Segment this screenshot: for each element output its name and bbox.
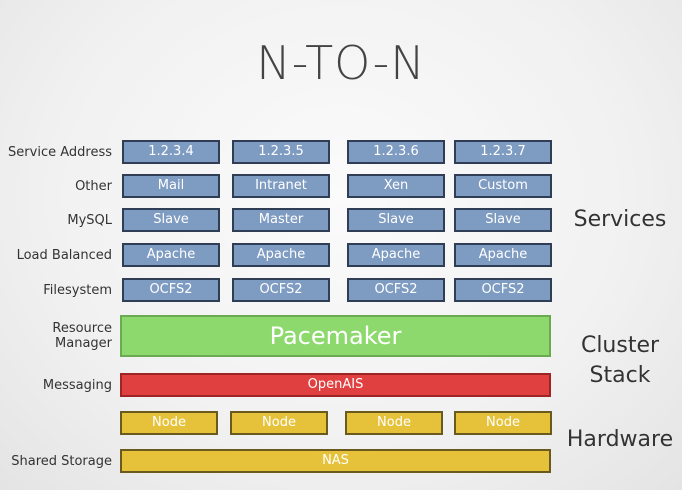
mysql-box-4: Slave bbox=[454, 208, 552, 232]
row-label-filesystem: Filesystem bbox=[43, 283, 112, 298]
mysql-box-3: Slave bbox=[347, 208, 445, 232]
row-label-other: Other bbox=[75, 179, 112, 194]
layer-label-hardware: Hardware bbox=[566, 427, 674, 452]
layer-label-cluster: Cluster Stack bbox=[568, 331, 672, 391]
row-label-messaging: Messaging bbox=[42, 378, 112, 393]
row-label-resource-line1: Resource bbox=[52, 321, 112, 336]
service-address-box-4: 1.2.3.7 bbox=[454, 140, 552, 164]
row-label-shared-storage: Shared Storage bbox=[11, 454, 112, 469]
layer-label-cluster-line1: Cluster bbox=[580, 333, 660, 358]
service-address-box-3: 1.2.3.6 bbox=[347, 140, 445, 164]
node-box-3: Node bbox=[345, 411, 443, 435]
row-label-resource-manager: Resource Manager bbox=[52, 321, 112, 351]
diagram-title: N-TO-N bbox=[256, 36, 426, 90]
openais-box: OpenAIS bbox=[120, 373, 551, 397]
filesystem-box-3: OCFS2 bbox=[347, 278, 445, 302]
service-address-box-1: 1.2.3.4 bbox=[122, 140, 220, 164]
layer-label-cluster-line2: Stack bbox=[589, 363, 651, 388]
node-box-4: Node bbox=[454, 411, 552, 435]
load-balanced-box-3: Apache bbox=[347, 243, 445, 267]
load-balanced-box-4: Apache bbox=[454, 243, 552, 267]
mysql-box-2: Master bbox=[232, 208, 330, 232]
row-label-load-balanced: Load Balanced bbox=[16, 248, 112, 263]
row-label-mysql: MySQL bbox=[67, 213, 112, 228]
filesystem-box-1: OCFS2 bbox=[122, 278, 220, 302]
other-box-3: Xen bbox=[347, 174, 445, 198]
layer-label-services: Services bbox=[573, 207, 667, 232]
load-balanced-box-1: Apache bbox=[122, 243, 220, 267]
service-address-box-2: 1.2.3.5 bbox=[232, 140, 330, 164]
filesystem-box-2: OCFS2 bbox=[232, 278, 330, 302]
node-box-1: Node bbox=[120, 411, 218, 435]
row-label-service-address: Service Address bbox=[8, 145, 112, 160]
pacemaker-box: Pacemaker bbox=[120, 315, 551, 357]
row-label-resource-line2: Manager bbox=[55, 336, 112, 351]
nas-box: NAS bbox=[120, 449, 551, 473]
filesystem-box-4: OCFS2 bbox=[454, 278, 552, 302]
other-box-4: Custom bbox=[454, 174, 552, 198]
mysql-box-1: Slave bbox=[122, 208, 220, 232]
other-box-1: Mail bbox=[122, 174, 220, 198]
node-box-2: Node bbox=[230, 411, 328, 435]
other-box-2: Intranet bbox=[232, 174, 330, 198]
load-balanced-box-2: Apache bbox=[232, 243, 330, 267]
